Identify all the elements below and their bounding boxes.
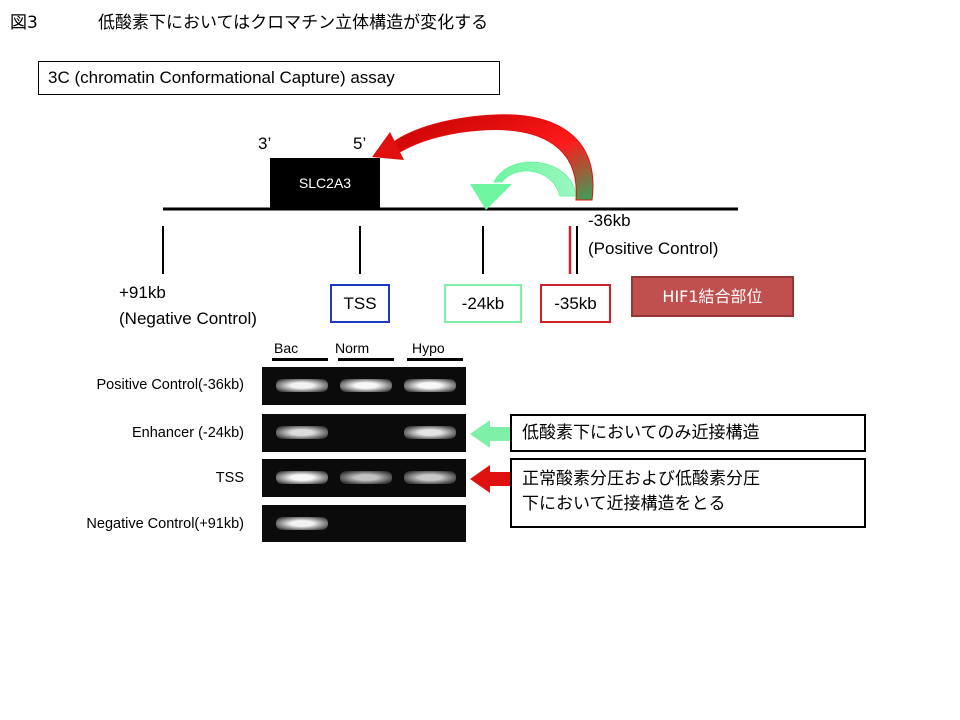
figure-title: 低酸素下においてはクロマチン立体構造が変化する xyxy=(98,13,489,33)
gel-strip-negative xyxy=(262,505,466,542)
gel-band-norm xyxy=(340,379,392,392)
gene-slc2a3-box: SLC2A3 xyxy=(270,158,380,208)
tss-callout-line1: 正常酸素分圧および低酸素分圧 xyxy=(522,469,760,489)
tss-callout-line2: 下において近接構造をとる xyxy=(522,494,726,514)
tss-callout-arrow xyxy=(470,465,510,493)
positive-control-site-line1: -36kb xyxy=(588,211,631,230)
gel-band-norm xyxy=(340,471,392,484)
gel-strip-tss xyxy=(262,459,466,497)
enhancer-24kb-site-box: -24kb xyxy=(444,284,522,323)
gel-band-bac xyxy=(276,426,328,439)
gel-band-bac xyxy=(276,471,328,484)
green-loop-arrow xyxy=(493,161,577,197)
lane-header-bac: Bac xyxy=(274,340,299,356)
gel-row-label-negative: Negative Control(+91kb) xyxy=(86,516,244,532)
gel-strip-enhancer xyxy=(262,414,466,452)
figure-label: 図3 xyxy=(10,13,38,33)
gel-band-bac xyxy=(276,517,328,530)
gel-band-bac xyxy=(276,379,328,392)
tss-callout-box: 正常酸素分圧および低酸素分圧 下において近接構造をとる xyxy=(510,458,866,528)
negative-control-site-line1: +91kb xyxy=(119,283,166,302)
red-arrow-head xyxy=(372,132,404,160)
gel-row-label-positive: Positive Control(-36kb) xyxy=(96,377,244,393)
assay-label-box: 3C (chromatin Conformational Capture) as… xyxy=(38,61,500,95)
lane-underline-hypo xyxy=(407,358,463,361)
lane-header-hypo: Hypo xyxy=(412,340,445,356)
hif1-binding-site-box: HIF1結合部位 xyxy=(631,276,794,317)
enhancer-callout-arrow xyxy=(470,420,510,448)
gel-band-hypo xyxy=(404,426,456,439)
gel-band-hypo xyxy=(404,379,456,392)
gel-row-label-tss: TSS xyxy=(215,470,244,486)
negative-control-site-line2: (Negative Control) xyxy=(119,309,257,328)
tss-site-box: TSS xyxy=(330,284,390,323)
gel-strip-positive xyxy=(262,367,466,405)
enhancer-callout-box: 低酸素下においてのみ近接構造 xyxy=(510,414,866,452)
three-prime-label: 3’ xyxy=(258,134,272,153)
lane-underline-norm xyxy=(338,358,394,361)
five-prime-label: 5’ xyxy=(353,134,367,153)
green-arrow-head xyxy=(470,184,512,210)
gel-band-hypo xyxy=(404,471,456,484)
gel-row-label-enhancer: Enhancer (-24kb) xyxy=(131,425,244,441)
lane-underline-bac xyxy=(272,358,328,361)
site-35kb-box: -35kb xyxy=(540,284,611,323)
positive-control-site-line2: (Positive Control) xyxy=(588,239,719,258)
lane-header-norm: Norm xyxy=(335,340,370,356)
